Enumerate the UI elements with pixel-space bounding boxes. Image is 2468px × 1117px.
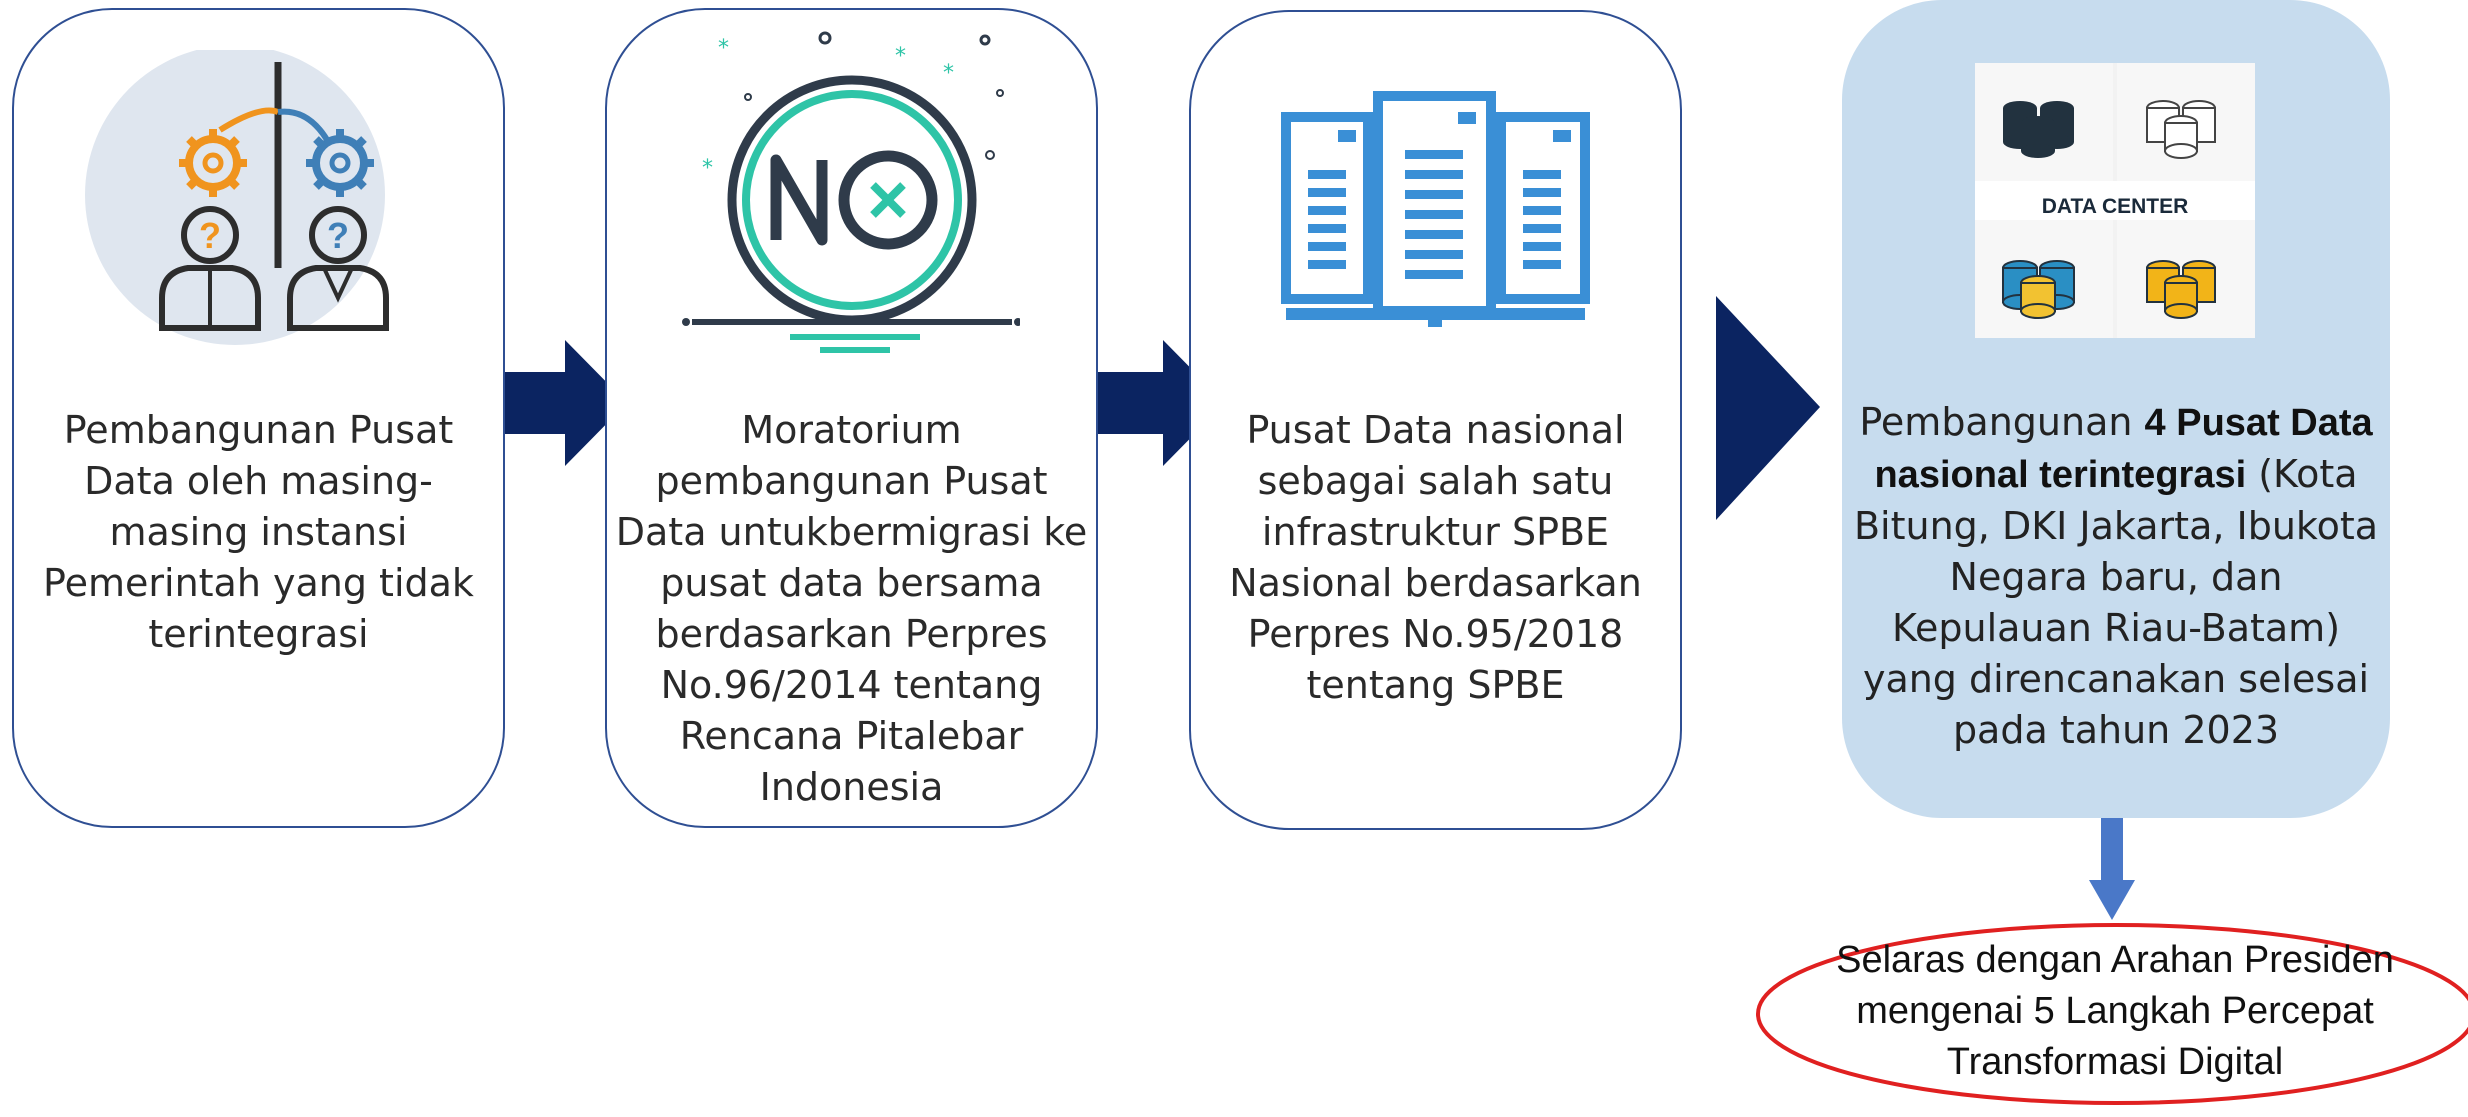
no-sign-icon: * * * *	[682, 31, 1020, 353]
step-box-2	[605, 8, 1098, 828]
svg-text:*: *	[702, 156, 713, 181]
step-box-3	[1189, 10, 1682, 830]
step-1-text: Pembangunan Pusat Data oleh masing-masin…	[43, 408, 474, 656]
step-2-text: Moratorium pembangunan Pusat Data untukb…	[615, 408, 1088, 809]
arrow-right-3	[1716, 296, 1820, 520]
svg-text:?: ?	[327, 215, 349, 256]
servers-icon	[1281, 91, 1590, 327]
svg-text:*: *	[943, 61, 954, 86]
arrow-down	[2089, 818, 2135, 920]
step-4-text: Pembangunan 4 Pusat Data nasional terint…	[1850, 397, 2382, 756]
step-4-text-suffix: (Kota Bitung, DKI Jakarta, Ibukota Negar…	[1853, 452, 2379, 752]
svg-text:*: *	[895, 44, 906, 69]
data-center-icon	[1975, 63, 2255, 338]
arrow-right-1	[496, 340, 627, 466]
svg-text:*: *	[718, 36, 729, 61]
data-center-label: DATA CENTER	[2041, 195, 2189, 218]
people-question-gears-icon: ? ?	[85, 50, 389, 345]
step-4-text-bold: 4 Pusat Data nasional terintegrasi	[1874, 402, 2373, 496]
result-text: Selaras dengan Arahan Presiden mengenai …	[1836, 939, 2394, 1083]
svg-text:?: ?	[199, 215, 221, 256]
step-3-text: Pusat Data nasional sebagai salah satu i…	[1229, 408, 1642, 707]
result-ellipse	[1756, 923, 2468, 1105]
step-4-text-prefix: Pembangunan	[1859, 400, 2145, 444]
